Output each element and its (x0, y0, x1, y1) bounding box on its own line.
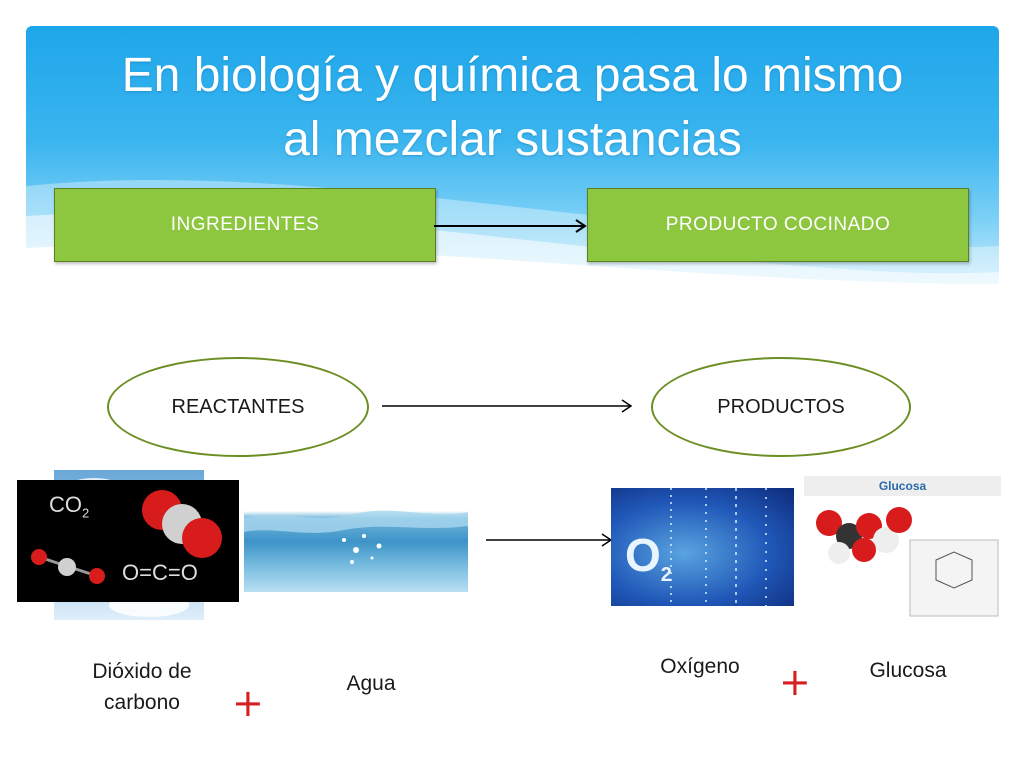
co2-formula-text: CO2 (49, 492, 90, 521)
oxygen-image: O2 (611, 488, 794, 606)
co2-label-line-1: Dióxido de (92, 660, 192, 683)
water-image (244, 500, 468, 592)
co2-molecule-image: CO2 O=C=O (17, 480, 239, 602)
glucose-image-header: Glucosa (804, 476, 1001, 496)
water-label: Agua (346, 672, 396, 695)
slide-title-line-1: En biología y química pasa lo mismo (121, 49, 904, 102)
slide-title-line-2: al mezclar sustancias (283, 113, 742, 166)
productos-ellipse: PRODUCTOS (651, 357, 911, 457)
slide-title: En biología y química pasa lo mismo al m… (26, 44, 999, 172)
plus-sign-reactants: + (232, 681, 264, 725)
co2-structure-text: O=C=O (122, 560, 198, 585)
co2-label-line-2: carbono (104, 691, 180, 714)
oxygen-formula-text: O2 (625, 529, 672, 587)
producto-cocinado-box: PRODUCTO COCINADO (587, 188, 969, 262)
plus-sign-products: + (779, 660, 811, 704)
glucose-image: Glucosa (804, 476, 1001, 618)
oxygen-label: Oxígeno (660, 655, 740, 678)
oxygen-bubbles-icon (670, 488, 767, 606)
glucose-label: Glucosa (869, 659, 947, 682)
ingredientes-box: INGREDIENTES (54, 188, 436, 262)
image-reaction-arrow-icon (486, 533, 613, 547)
top-flow-arrow-icon (434, 219, 587, 233)
water-bubbles-icon (244, 510, 468, 564)
reaction-arrow-icon (382, 399, 633, 413)
glucose-molecule-model-icon (816, 507, 999, 617)
reactantes-ellipse: REACTANTES (107, 357, 369, 457)
co2-label: Dióxido de carbono (66, 656, 218, 718)
co2-molecule-model-icon (31, 490, 222, 584)
